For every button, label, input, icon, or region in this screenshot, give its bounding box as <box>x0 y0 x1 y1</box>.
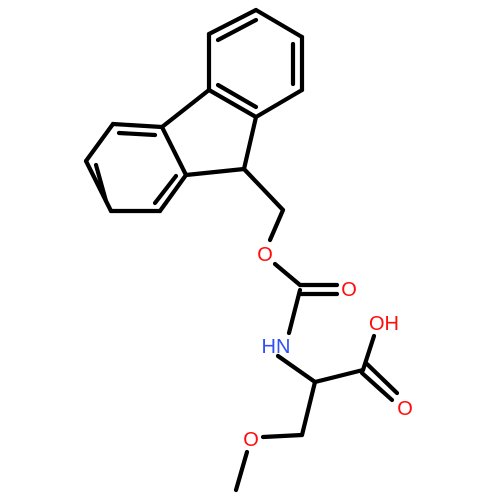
bond-inner <box>215 17 259 43</box>
bond <box>286 287 303 336</box>
atom-label-o-carbonyl: O <box>341 279 357 301</box>
atom-label-oh: OH <box>369 313 399 335</box>
bond <box>241 166 286 213</box>
atom-label-o-ester: O <box>257 244 273 266</box>
bond <box>159 87 212 130</box>
bond-inner <box>116 130 158 138</box>
bond <box>110 121 165 130</box>
bond <box>299 379 318 438</box>
bond <box>260 432 305 440</box>
bond <box>159 124 189 178</box>
bond <box>360 333 377 373</box>
bond <box>272 261 303 288</box>
bond <box>206 87 259 120</box>
bond <box>359 370 395 403</box>
bond <box>312 367 366 385</box>
atom-label-nh: HN <box>262 336 291 358</box>
bond <box>83 121 116 164</box>
bond <box>183 166 247 178</box>
bond <box>253 87 305 120</box>
bond <box>157 172 189 214</box>
bond <box>253 7 305 40</box>
bond <box>241 114 259 172</box>
atom-label-o-methoxy: O <box>243 429 259 451</box>
atom-labels: O O HN OH O O <box>243 244 413 451</box>
bond-inner <box>93 162 109 204</box>
bond <box>233 449 250 493</box>
bond-inner <box>152 173 179 206</box>
bonds <box>83 7 400 493</box>
atom-label-o-acid-carbonyl: O <box>397 398 413 420</box>
bond <box>206 7 259 37</box>
bond <box>275 353 318 385</box>
bond <box>364 361 400 396</box>
bond-inner <box>215 82 259 110</box>
bond <box>267 207 286 243</box>
